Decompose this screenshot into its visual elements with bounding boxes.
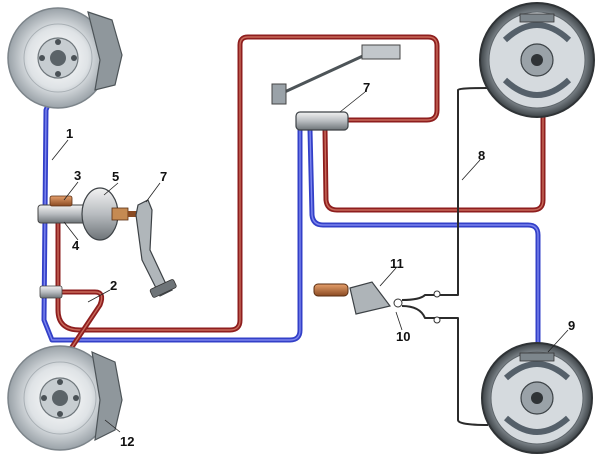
master-cylinder-booster-assembly xyxy=(37,187,138,241)
callout-2: 2 xyxy=(110,278,117,293)
callout-7-pedal: 7 xyxy=(160,169,167,184)
callout-leader-lines xyxy=(51,91,569,433)
callout-11: 11 xyxy=(390,256,404,271)
callout-4: 4 xyxy=(72,238,80,253)
front-right-disc-brake xyxy=(7,345,123,451)
red-circuit-lines xyxy=(55,34,546,353)
brake-pedal xyxy=(135,199,177,298)
front-left-disc-brake xyxy=(7,7,123,109)
pressure-regulator xyxy=(271,44,401,131)
callout-8: 8 xyxy=(478,148,485,163)
callout-9: 9 xyxy=(568,318,575,333)
blue-circuit-lines xyxy=(41,92,541,358)
callout-1: 1 xyxy=(66,126,73,141)
callout-7-regulator: 7 xyxy=(363,80,370,95)
rear-right-drum-brake xyxy=(479,2,595,118)
callout-10: 10 xyxy=(396,329,410,344)
callout-3: 3 xyxy=(74,168,81,183)
rear-left-drum-brake xyxy=(481,342,593,454)
callout-12: 12 xyxy=(120,434,134,449)
callout-5: 5 xyxy=(112,169,119,184)
parking-brake-cables xyxy=(401,87,489,426)
parking-brake-lever xyxy=(313,281,441,324)
front-hose-connector xyxy=(39,285,63,299)
callouts: 1 2 3 4 5 7 7 8 9 10 11 12 xyxy=(66,80,575,449)
